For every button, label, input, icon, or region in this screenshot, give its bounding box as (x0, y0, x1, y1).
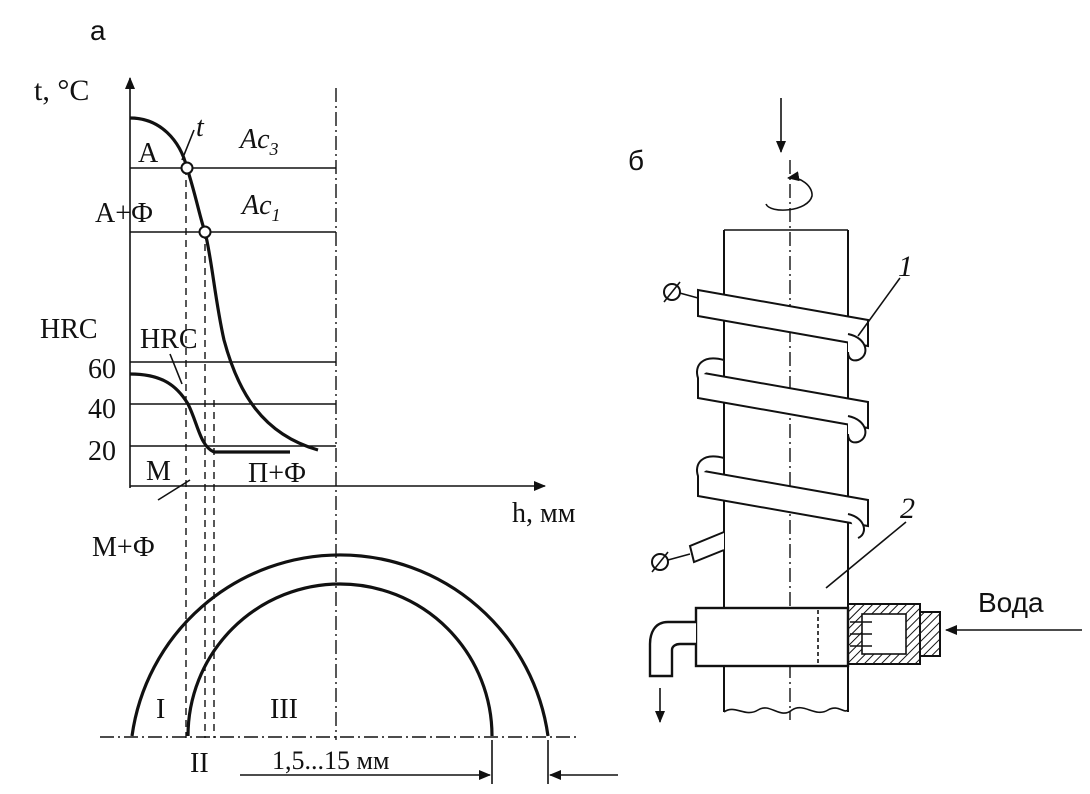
martensite-ferrite-label: М+Ф (92, 532, 155, 563)
hrc-tick-60: 60 (88, 354, 116, 385)
ac1-label: Ac1 (240, 190, 281, 225)
hrc-tick-40: 40 (88, 394, 116, 425)
rotation-arrow (765, 171, 813, 211)
inductor-coil (651, 281, 869, 573)
inductor-callout-leader (857, 277, 901, 337)
hrc-label-leader (169, 353, 183, 385)
ac3-intersection-point (180, 161, 194, 175)
hardness-axis-label: HRC (40, 314, 98, 345)
zone-austenite-label: А (138, 138, 159, 169)
temperature-curve (129, 116, 319, 452)
pearlite-ferrite-label: П+Ф (248, 458, 306, 489)
martensite-ferrite-leader (157, 479, 191, 501)
x-axis-label: h, мм (512, 498, 576, 529)
inductor-callout-number: 1 (898, 250, 913, 283)
y-axis-label: t, °C (34, 74, 89, 107)
zone-ii-label: II (190, 748, 209, 779)
temp-curve-label: t (196, 112, 205, 143)
workpiece-callout-leader (825, 521, 907, 589)
ac1-intersection-point (198, 225, 212, 239)
hardened-depth-label: 1,5...15 мм (272, 746, 389, 775)
inner-arc (186, 582, 494, 737)
martensite-label: М (146, 456, 171, 487)
panel-label-a: а (90, 15, 106, 46)
outer-arc (130, 553, 550, 737)
water-sprayer (648, 603, 941, 723)
temperature-hardness-chart: а t, °C h, мм t Ac3 Ac1 А А+Ф HRC HRC (34, 15, 576, 740)
cross-section-diagram: I II III 1,5...15 мм (100, 553, 618, 784)
hardness-curve (129, 372, 290, 454)
zone-i-label: I (156, 694, 165, 725)
zone-iii-label: III (270, 694, 298, 725)
induction-setup-diagram: б (628, 98, 1082, 723)
hrc-tick-20: 20 (88, 436, 116, 467)
zone-austenite-ferrite-label: А+Ф (95, 198, 153, 229)
workpiece-callout-number: 2 (900, 492, 915, 525)
water-label: Вода (978, 587, 1044, 618)
hardness-curve-label: HRC (140, 324, 198, 355)
ac3-label: Ac3 (238, 124, 279, 159)
panel-label-b: б (628, 145, 644, 176)
temp-label-leader (181, 129, 195, 161)
